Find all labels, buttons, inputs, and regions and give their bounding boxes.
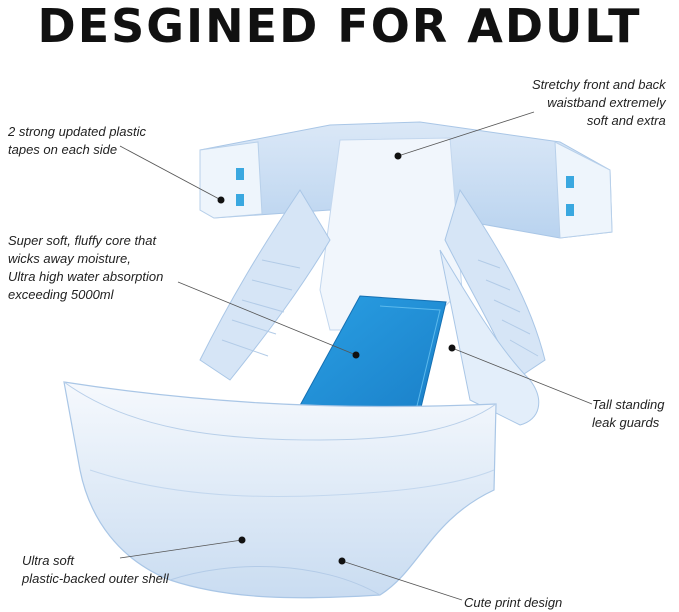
callout-guards: Tall standing leak guards — [592, 396, 665, 432]
callout-dot — [448, 344, 456, 352]
callout-dot — [352, 351, 360, 359]
leak-guard — [439, 249, 540, 426]
callout-line: soft and extra — [586, 113, 666, 128]
front-panel — [63, 381, 497, 599]
tape-icon — [566, 176, 574, 188]
callout-core: Super soft, fluffy core that wicks away … — [8, 232, 163, 304]
callout-line: leak guards — [592, 415, 660, 430]
left-wing — [199, 141, 263, 219]
callout-line: Stretchy front and back — [532, 77, 666, 92]
callout-line: Super soft, fluffy core that — [8, 233, 157, 248]
callout-dot — [338, 557, 346, 565]
page-title: DESGINED FOR ADULT — [37, 0, 642, 53]
callout-line: Tall standing — [592, 397, 665, 412]
callout-line: Ultra soft — [22, 553, 75, 568]
callout-line: tapes on each side — [8, 142, 118, 157]
tape-icon — [236, 168, 244, 180]
callout-print: Cute print design — [464, 594, 562, 612]
callout-line: Ultra high water absorption — [8, 269, 164, 284]
callout-waistband: Stretchy front and back waistband extrem… — [532, 76, 666, 130]
callout-shell: Ultra soft plastic-backed outer shell — [22, 552, 169, 588]
callout-line: 2 strong updated plastic — [8, 124, 147, 139]
callout-tapes: 2 strong updated plastic tapes on each s… — [8, 123, 146, 159]
callout-line: Cute print design — [464, 595, 563, 610]
right-wing — [554, 141, 613, 239]
absorbent-core — [291, 295, 447, 421]
tape-icon — [566, 204, 574, 216]
left-ruffle — [199, 189, 331, 381]
callout-line: waistband extremely — [547, 95, 666, 110]
callout-line: plastic-backed outer shell — [22, 571, 169, 586]
right-ruffle — [444, 188, 546, 381]
callout-dot — [238, 536, 246, 544]
callout-line: exceeding 5000ml — [8, 287, 114, 302]
tape-icon — [236, 194, 244, 206]
callout-dot — [217, 196, 225, 204]
callout-dot — [394, 152, 402, 160]
callout-line: wicks away moisture, — [8, 251, 131, 266]
